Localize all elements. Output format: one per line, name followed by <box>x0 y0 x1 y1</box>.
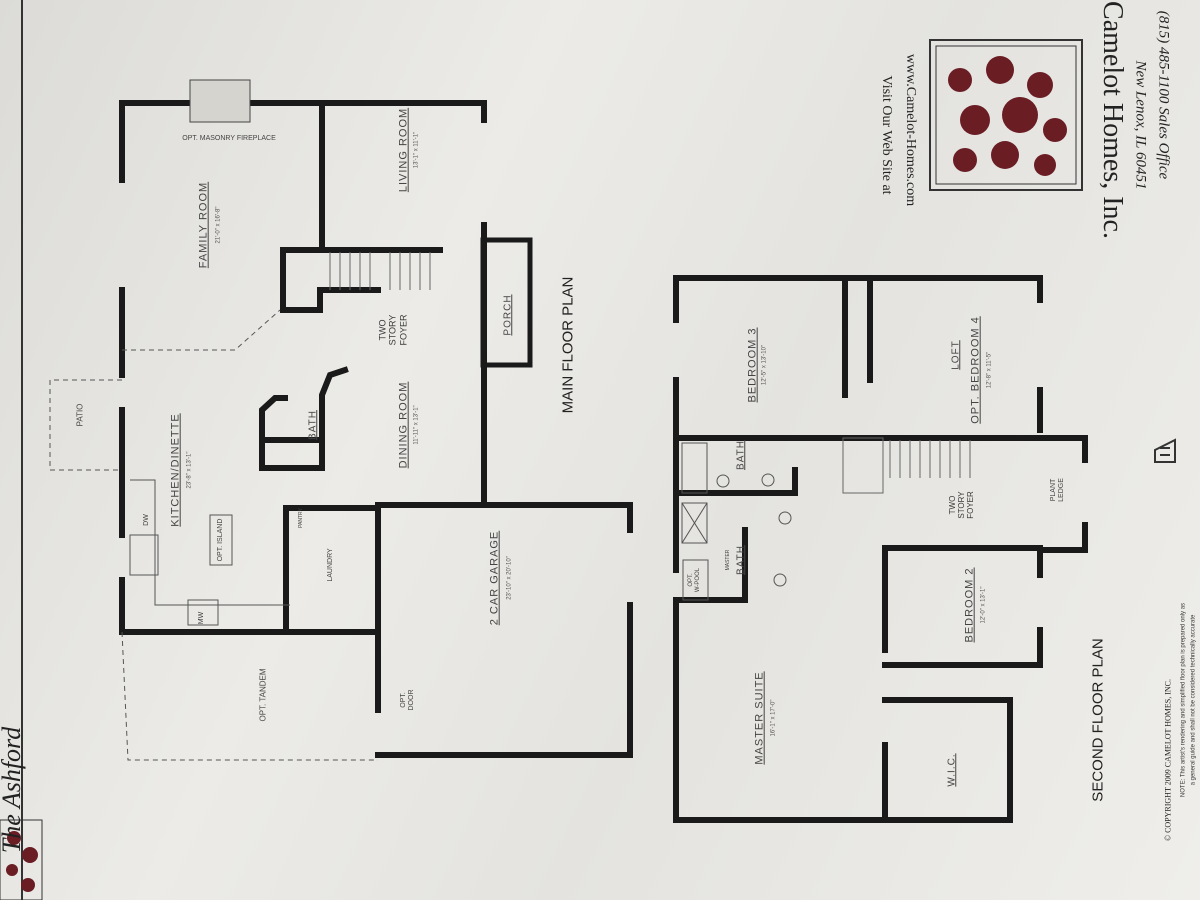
company-address: New Lenox, IL 60451 <box>1132 60 1149 190</box>
opt-door-line: OPT. <box>399 692 407 708</box>
family-room-label: FAMILY ROOM <box>197 181 210 269</box>
microwave-label: MW <box>197 611 205 625</box>
master-bath-small-label: MASTER <box>725 549 732 571</box>
company-phone: (815) 485-1100 Sales Office <box>1155 10 1172 180</box>
dining-room-label: DINING ROOM <box>397 381 410 469</box>
website-link[interactable]: www.Camelot-Homes.com <box>903 53 919 207</box>
plant-ledge-line: LEDGE <box>1058 478 1065 502</box>
bedroom2-dims: 12'-0" x 13'-1" <box>980 586 987 624</box>
disclaimer-line-2: a general guide and shall not be conside… <box>1190 614 1197 786</box>
foyer-line: STORY <box>387 314 398 346</box>
porch-label: PORCH <box>502 294 514 336</box>
master-bath-label: BATH <box>735 545 747 575</box>
whirlpool-label: OPT. W-POOL <box>688 568 702 592</box>
equal-housing-icon <box>1154 438 1176 463</box>
whirlpool-line: W-POOL <box>695 567 701 593</box>
opt-door-line: DOOR <box>408 689 415 711</box>
main-stairs <box>329 252 431 290</box>
bedroom4-dims: 12'-8" x 11'-5" <box>986 351 993 389</box>
bedroom2-label: BEDROOM 2 <box>963 567 976 643</box>
garage-label: 2 CAR GARAGE <box>488 530 501 626</box>
foyer-line: FOYER <box>398 314 409 346</box>
main-bath-label: BATH <box>307 410 319 440</box>
opt-door-label: OPT. DOOR <box>400 690 416 711</box>
kitchen-label: KITCHEN/DINETTE <box>169 413 182 527</box>
bedroom4-label: OPT. BEDROOM 4 <box>969 316 982 424</box>
second-foyer-label: TWO STORY FOYER <box>948 491 976 519</box>
garage-dims: 23'-10" x 20'-10" <box>506 556 513 600</box>
tandem-label: OPT. TANDEM <box>258 668 268 722</box>
main-floor-walls <box>119 100 633 758</box>
company-name: Camelot Homes, Inc. <box>1097 1 1129 239</box>
fireplace <box>189 79 251 123</box>
fireplace-label: OPT. MASONRY FIREPLACE <box>182 134 276 142</box>
disclaimer-line-1: NOTE: This artist's rendering and simpli… <box>1180 602 1187 798</box>
main-foyer-label: TWO STORY FOYER <box>377 314 408 345</box>
plant-ledge-line: PLANT <box>1049 478 1057 502</box>
wic-label: W.I.C. <box>946 753 958 787</box>
main-floor-heading: MAIN FLOOR PLAN <box>559 276 577 414</box>
foyer-line: TWO <box>377 319 388 341</box>
master-suite-dims: 16'-1" x 17'-0" <box>770 699 777 737</box>
foyer-line: STORY <box>957 491 967 519</box>
optional-outlines <box>49 309 378 761</box>
corner-logo <box>0 819 43 900</box>
living-room-label: LIVING ROOM <box>397 107 410 193</box>
kitchen-counters <box>129 479 290 626</box>
whirlpool-line: OPT. <box>688 573 695 587</box>
kitchen-dims: 23'-8" x 13'-1" <box>186 451 193 489</box>
bath-fixtures <box>681 442 792 601</box>
foyer-line: TWO <box>948 495 958 515</box>
second-bath-label: BATH <box>735 440 747 470</box>
family-room-dims: 21'-0" x 16'-8" <box>215 206 222 244</box>
master-suite-label: MASTER SUITE <box>753 671 766 765</box>
plant-ledge-label: PLANT LEDGE <box>1050 478 1066 502</box>
website-intro: Visit Our Web Site at <box>879 75 895 195</box>
copyright-text: © COPYRIGHT 2009 CAMELOT HOMES, INC. <box>1163 678 1173 842</box>
patio-label: PATIO <box>75 403 85 427</box>
living-room-dims: 13'-1" x 11'-1" <box>413 131 420 169</box>
bedroom3-label: BEDROOM 3 <box>746 327 759 403</box>
company-logo <box>929 39 1083 191</box>
loft-label: LOFT <box>950 340 962 370</box>
bedroom3-dims: 12'-5" x 13'-10" <box>761 344 768 386</box>
foyer-line: FOYER <box>966 491 976 519</box>
laundry-label: LAUNDRY <box>326 548 334 582</box>
second-floor-walls <box>673 275 1088 823</box>
dishwasher-label: DW <box>142 514 150 526</box>
second-floor-heading: SECOND FLOOR PLAN <box>1089 638 1107 802</box>
second-stairs <box>842 437 971 494</box>
pantry-label: PANTRY <box>298 508 305 528</box>
document-title: The Ashford <box>0 726 27 854</box>
dining-room-dims: 11'-11" x 13'-1" <box>413 405 420 445</box>
island-label: OPT. ISLAND <box>216 518 224 562</box>
